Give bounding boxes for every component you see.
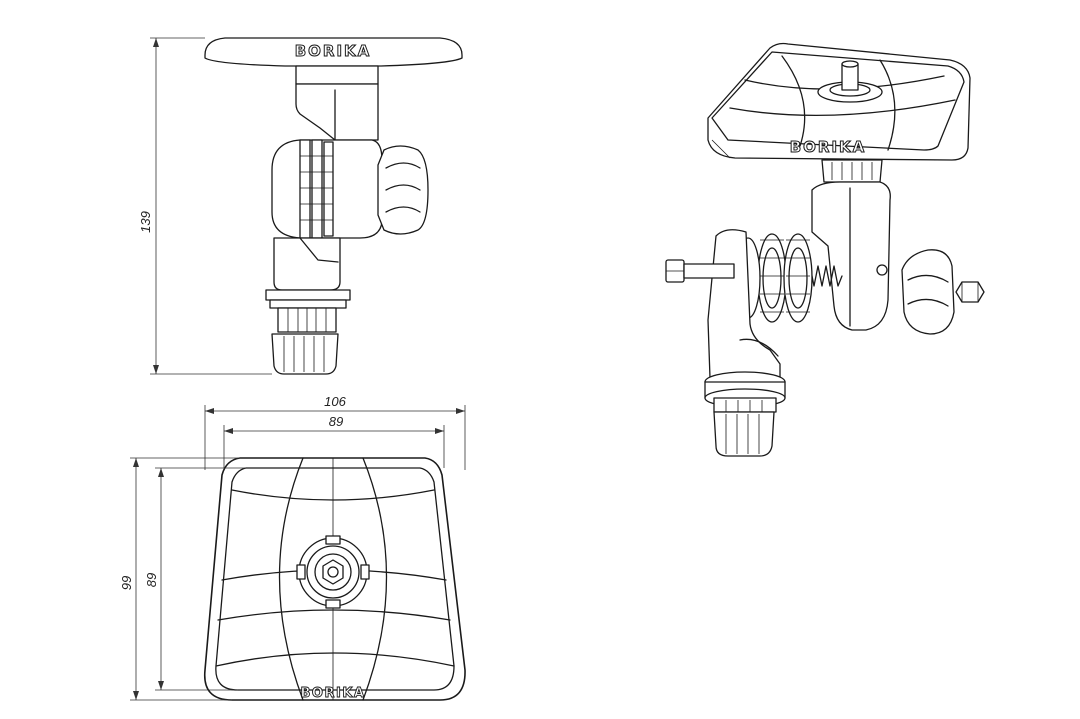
side-view: BORIKA bbox=[138, 37, 463, 375]
dimension-depth-outer: 99 bbox=[119, 576, 134, 590]
exploded-view-logo: BORIKA bbox=[790, 138, 867, 156]
exploded-view: BORIKA bbox=[665, 42, 985, 457]
dimension-width-outer: 106 bbox=[324, 394, 346, 409]
top-view-logo: BORIKA bbox=[301, 686, 366, 701]
dimension-height: 139 bbox=[138, 211, 153, 233]
top-view: BORIKA 106 89 99 89 bbox=[119, 394, 466, 701]
dimension-depth-inner: 89 bbox=[144, 573, 159, 587]
dimension-width-inner: 89 bbox=[329, 414, 343, 429]
side-view-logo: BORIKA bbox=[295, 42, 372, 60]
